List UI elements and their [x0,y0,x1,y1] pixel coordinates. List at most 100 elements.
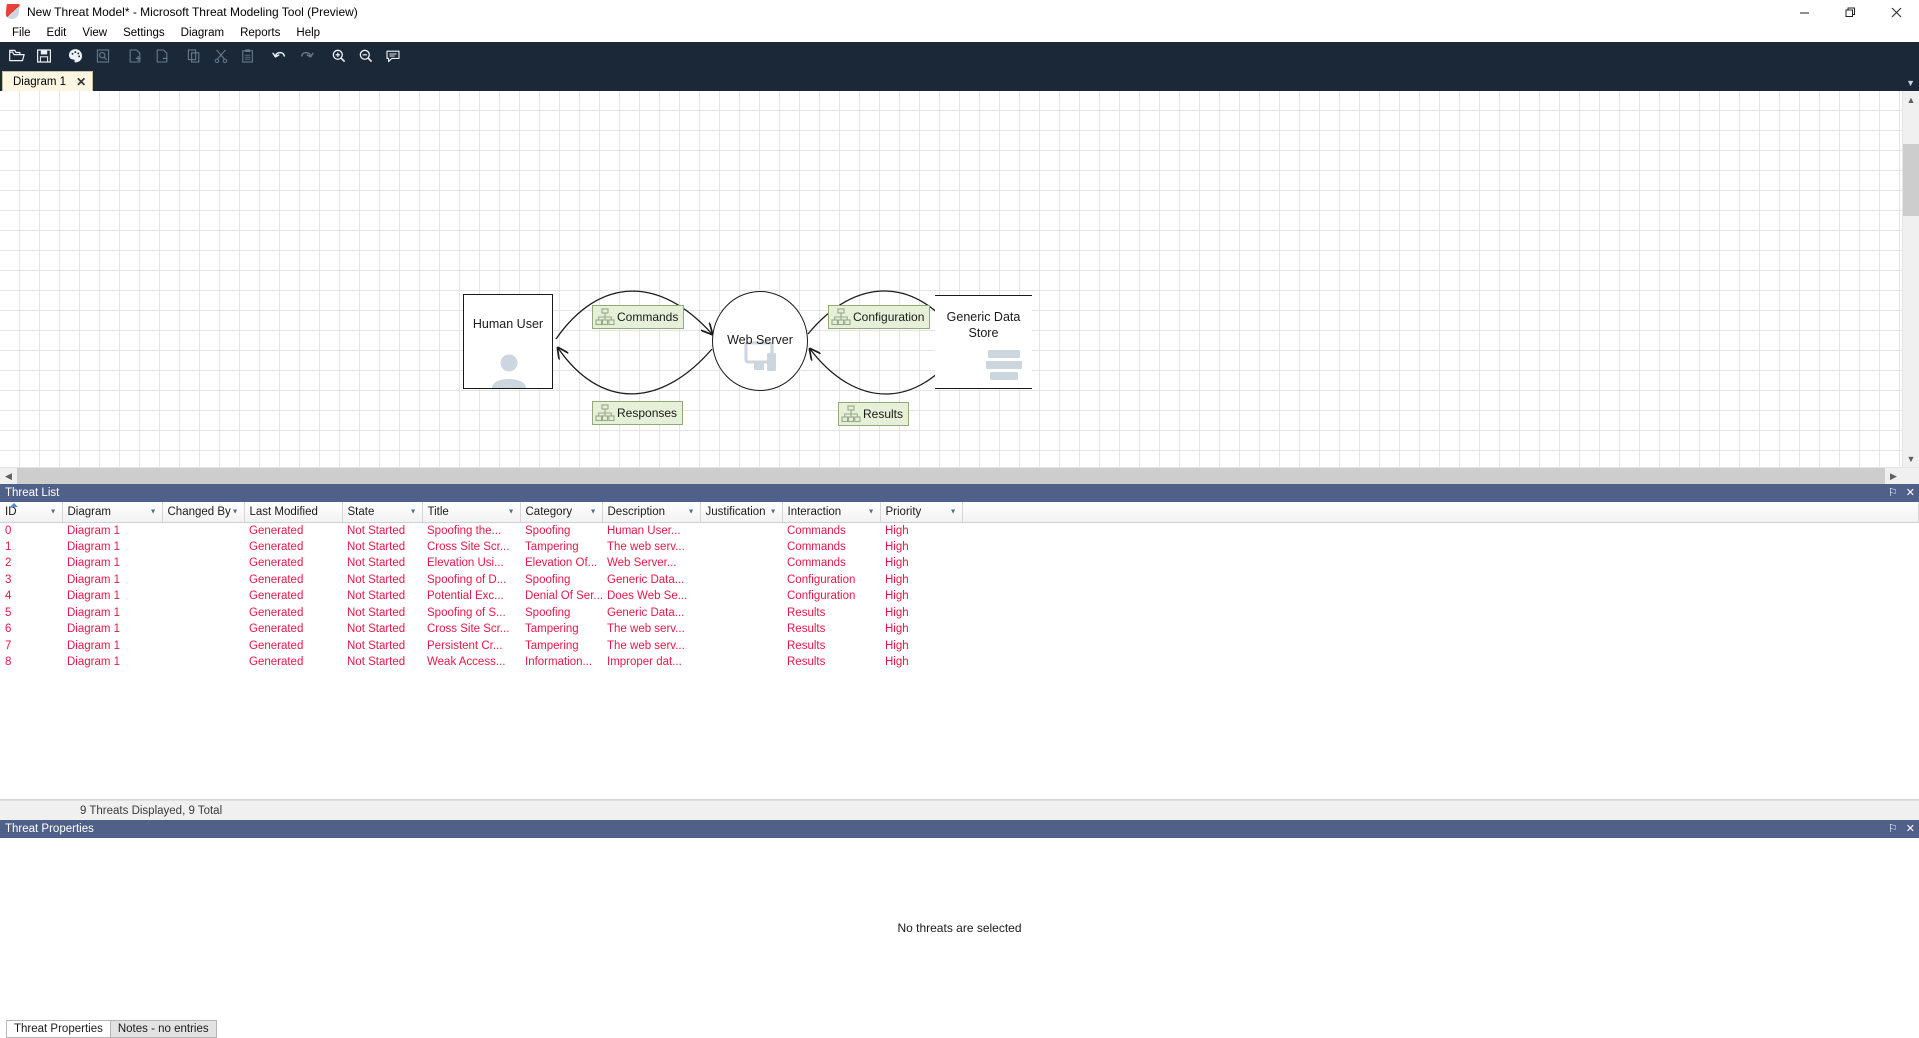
column-header-state[interactable]: State ▼ [342,502,423,523]
table-row[interactable]: 0 Diagram 1 Generated Not Started Spoofi… [0,522,1919,539]
column-header-diagram[interactable]: Diagram ▼ [62,502,163,523]
vscroll-thumb[interactable] [1902,144,1919,216]
save-icon[interactable] [30,43,57,68]
redo-icon[interactable] [293,43,320,68]
scroll-down-icon[interactable]: ▼ [1906,453,1916,464]
column-header-interaction[interactable]: Interaction ▼ [782,502,881,523]
menu-diagram[interactable]: Diagram [180,27,225,39]
table-row[interactable]: 2 Diagram 1 Generated Not Started Elevat… [0,555,1919,572]
column-header-justification[interactable]: Justification ▼ [700,502,783,523]
threat-grid-wrapper: ID ▼ Diagram ▼ Changed By ▼ Last Modif [0,502,1919,800]
cell-title: Cross Site Scr... [427,540,510,553]
tab-notes[interactable]: Notes - no entries [110,1020,217,1038]
data-flow-icon [595,308,615,326]
paste-icon[interactable] [234,43,261,68]
table-row[interactable]: 5 Diagram 1 Generated Not Started Spoofi… [0,605,1919,622]
filter-dropdown-icon-title[interactable]: ▼ [507,508,515,516]
diagram-node-generic-data-store[interactable]: Generic Data Store [935,295,1032,389]
cell-filler [962,555,1919,572]
threat-properties-panel: Threat Properties ⚐ ✕ No threats are sel… [0,820,1919,1038]
diagram-flow-commands[interactable]: Commands [592,305,685,329]
column-header-title[interactable]: Title ▼ [422,502,521,523]
copy-icon[interactable] [180,43,207,68]
column-header-filler [962,502,1919,523]
menu-edit[interactable]: Edit [46,27,67,39]
zoom-out-icon[interactable] [352,43,379,68]
cell-filler [962,572,1919,589]
diagram-canvas[interactable]: Human User Web Server [0,91,1902,467]
table-row[interactable]: 8 Diagram 1 Generated Not Started Weak A… [0,654,1919,671]
tab-threat-properties[interactable]: Threat Properties [6,1020,111,1038]
filter-dropdown-icon-diagram[interactable]: ▼ [149,508,157,516]
column-header-last-modified[interactable]: Last Modified [244,502,343,523]
palette-icon[interactable] [62,43,89,68]
menu-reports[interactable]: Reports [240,27,281,39]
diagram-flow-responses[interactable]: Responses [592,401,684,425]
filter-dropdown-icon-category[interactable]: ▼ [589,508,597,516]
column-header-changed-by[interactable]: Changed By ▼ [162,502,245,523]
filter-dropdown-icon-id[interactable]: ▼ [49,508,57,516]
add-diagram-icon[interactable] [121,43,148,68]
menu-help[interactable]: Help [296,27,321,39]
column-header-description[interactable]: Description ▼ [602,502,701,523]
main-toolbar [0,42,1919,69]
tab-diagram-1[interactable]: Diagram 1 ✕ [2,71,94,91]
table-row[interactable]: 6 Diagram 1 Generated Not Started Cross … [0,621,1919,638]
filter-dropdown-icon-changed-by[interactable]: ▼ [231,508,239,516]
diagram-node-human-user[interactable]: Human User [463,294,553,389]
filter-dropdown-icon-interaction[interactable]: ▼ [867,508,875,516]
cell-last-modified: Generated [249,590,304,603]
table-row[interactable]: 1 Diagram 1 Generated Not Started Cross … [0,539,1919,556]
cell-changed-by [162,539,244,556]
open-folder-icon[interactable] [3,43,30,68]
cell-description: The web serv... [607,540,685,553]
threat-properties-title: Threat Properties [5,823,94,835]
comment-icon[interactable] [379,43,406,68]
canvas-vertical-scrollbar[interactable]: ▲ ▼ [1902,91,1919,467]
threat-list-panel: Threat List ⚐ ✕ ID ▼ [0,484,1919,820]
table-row[interactable]: 7 Diagram 1 Generated Not Started Persis… [0,638,1919,655]
minimize-button[interactable] [1781,0,1827,24]
tab-overflow-chevron-down-icon[interactable]: ▼ [1906,78,1915,88]
cut-icon[interactable] [207,43,234,68]
maximize-button[interactable] [1827,0,1873,24]
cell-id: 6 [5,623,12,636]
hscroll-thumb[interactable] [17,467,1885,485]
vscroll-track[interactable] [1902,108,1919,450]
tab-close-icon[interactable]: ✕ [76,74,87,89]
threat-list-header: Threat List ⚐ ✕ [0,484,1919,502]
threat-properties-header: Threat Properties ⚐ ✕ [0,820,1919,838]
filter-dropdown-icon-description[interactable]: ▼ [687,508,695,516]
menu-view[interactable]: View [82,27,108,39]
diagram-node-web-server[interactable]: Web Server [712,291,808,391]
table-row[interactable]: 4 Diagram 1 Generated Not Started Potent… [0,588,1919,605]
diagram-flow-configuration[interactable]: Configuration [828,305,931,329]
zoom-in-icon[interactable] [325,43,352,68]
filter-dropdown-icon-justification[interactable]: ▼ [769,508,777,516]
menu-bar: File Edit View Settings Diagram Reports … [0,24,1919,42]
close-button[interactable] [1873,0,1919,24]
diagram-flow-results[interactable]: Results [838,402,910,426]
scroll-right-icon[interactable]: ▶ [1890,470,1897,481]
column-header-id[interactable]: ID ▼ [0,502,63,523]
threat-list-close-icon[interactable]: ✕ [1905,486,1915,499]
column-header-priority[interactable]: Priority ▼ [880,502,963,523]
undo-icon[interactable] [266,43,293,68]
analysis-view-icon[interactable] [89,43,116,68]
threat-properties-pin-icon[interactable]: ⚐ [1887,822,1898,835]
column-header-category[interactable]: Category ▼ [520,502,603,523]
menu-settings[interactable]: Settings [123,27,165,39]
remove-diagram-icon[interactable] [148,43,175,68]
table-row[interactable]: 3 Diagram 1 Generated Not Started Spoofi… [0,572,1919,589]
threat-properties-close-icon[interactable]: ✕ [1905,822,1915,835]
filter-dropdown-icon-state[interactable]: ▼ [409,508,417,516]
threat-list-pin-icon[interactable]: ⚐ [1887,486,1898,499]
scroll-left-icon[interactable]: ◀ [5,470,12,481]
filter-dropdown-icon-priority[interactable]: ▼ [949,508,957,516]
cell-state: Not Started [347,606,406,619]
menu-file[interactable]: File [12,27,31,39]
canvas-horizontal-scrollbar[interactable]: ◀ ▶ [0,467,1919,485]
cell-category: Tampering [525,639,579,652]
no-threats-selected-message: No threats are selected [897,921,1022,935]
scroll-up-icon[interactable]: ▲ [1906,94,1916,105]
